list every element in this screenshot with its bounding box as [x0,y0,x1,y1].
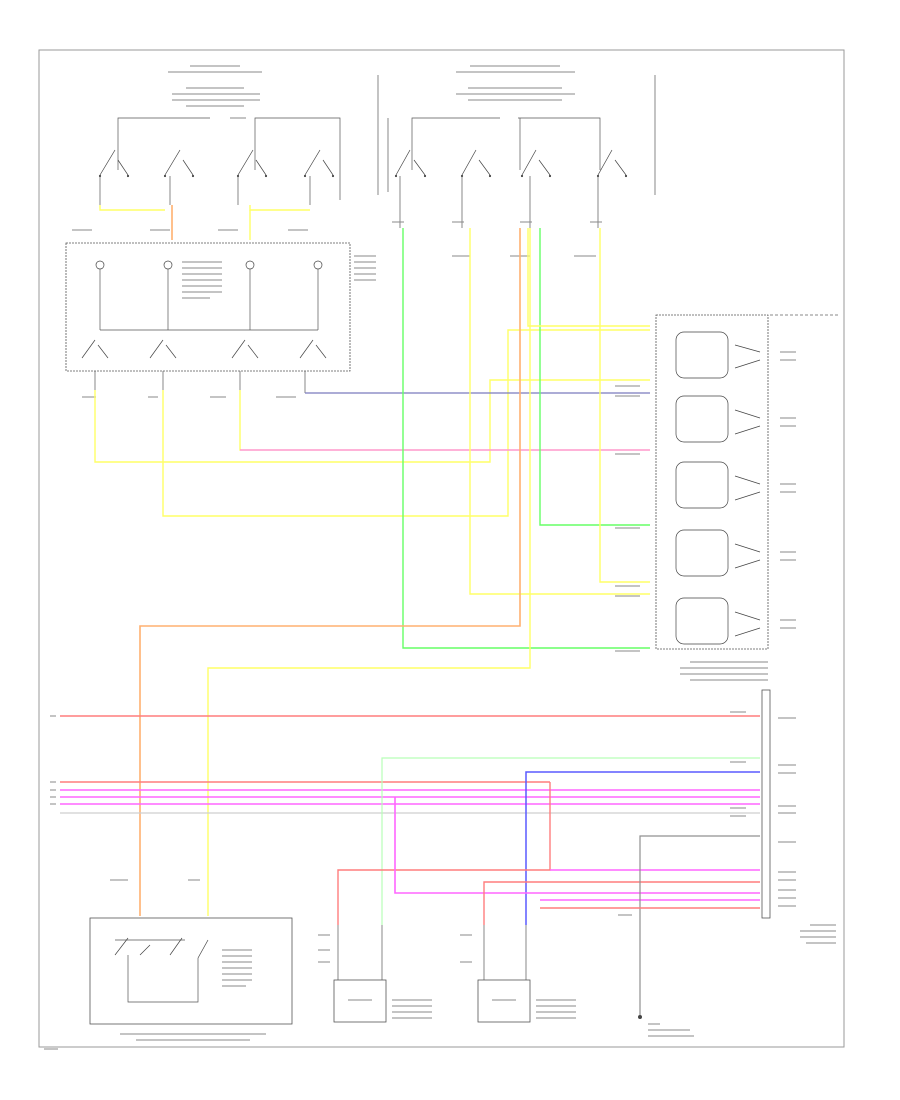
lumbar-switch-module [89,879,293,1041]
passenger-lumbar-switch-group [377,65,656,257]
upper-harness-wires [94,228,650,916]
diagram-frame [38,49,845,1048]
control-module-caption [800,924,836,944]
ground-symbol [618,914,694,1037]
driver-lumbar-switch-group [72,65,341,240]
main-connector-bus [50,689,796,919]
lumbar-control-module [65,242,376,398]
lower-harness-wires [337,757,760,1015]
seat-heater-relays [318,925,576,1023]
lumbar-actuator-module [655,314,840,681]
